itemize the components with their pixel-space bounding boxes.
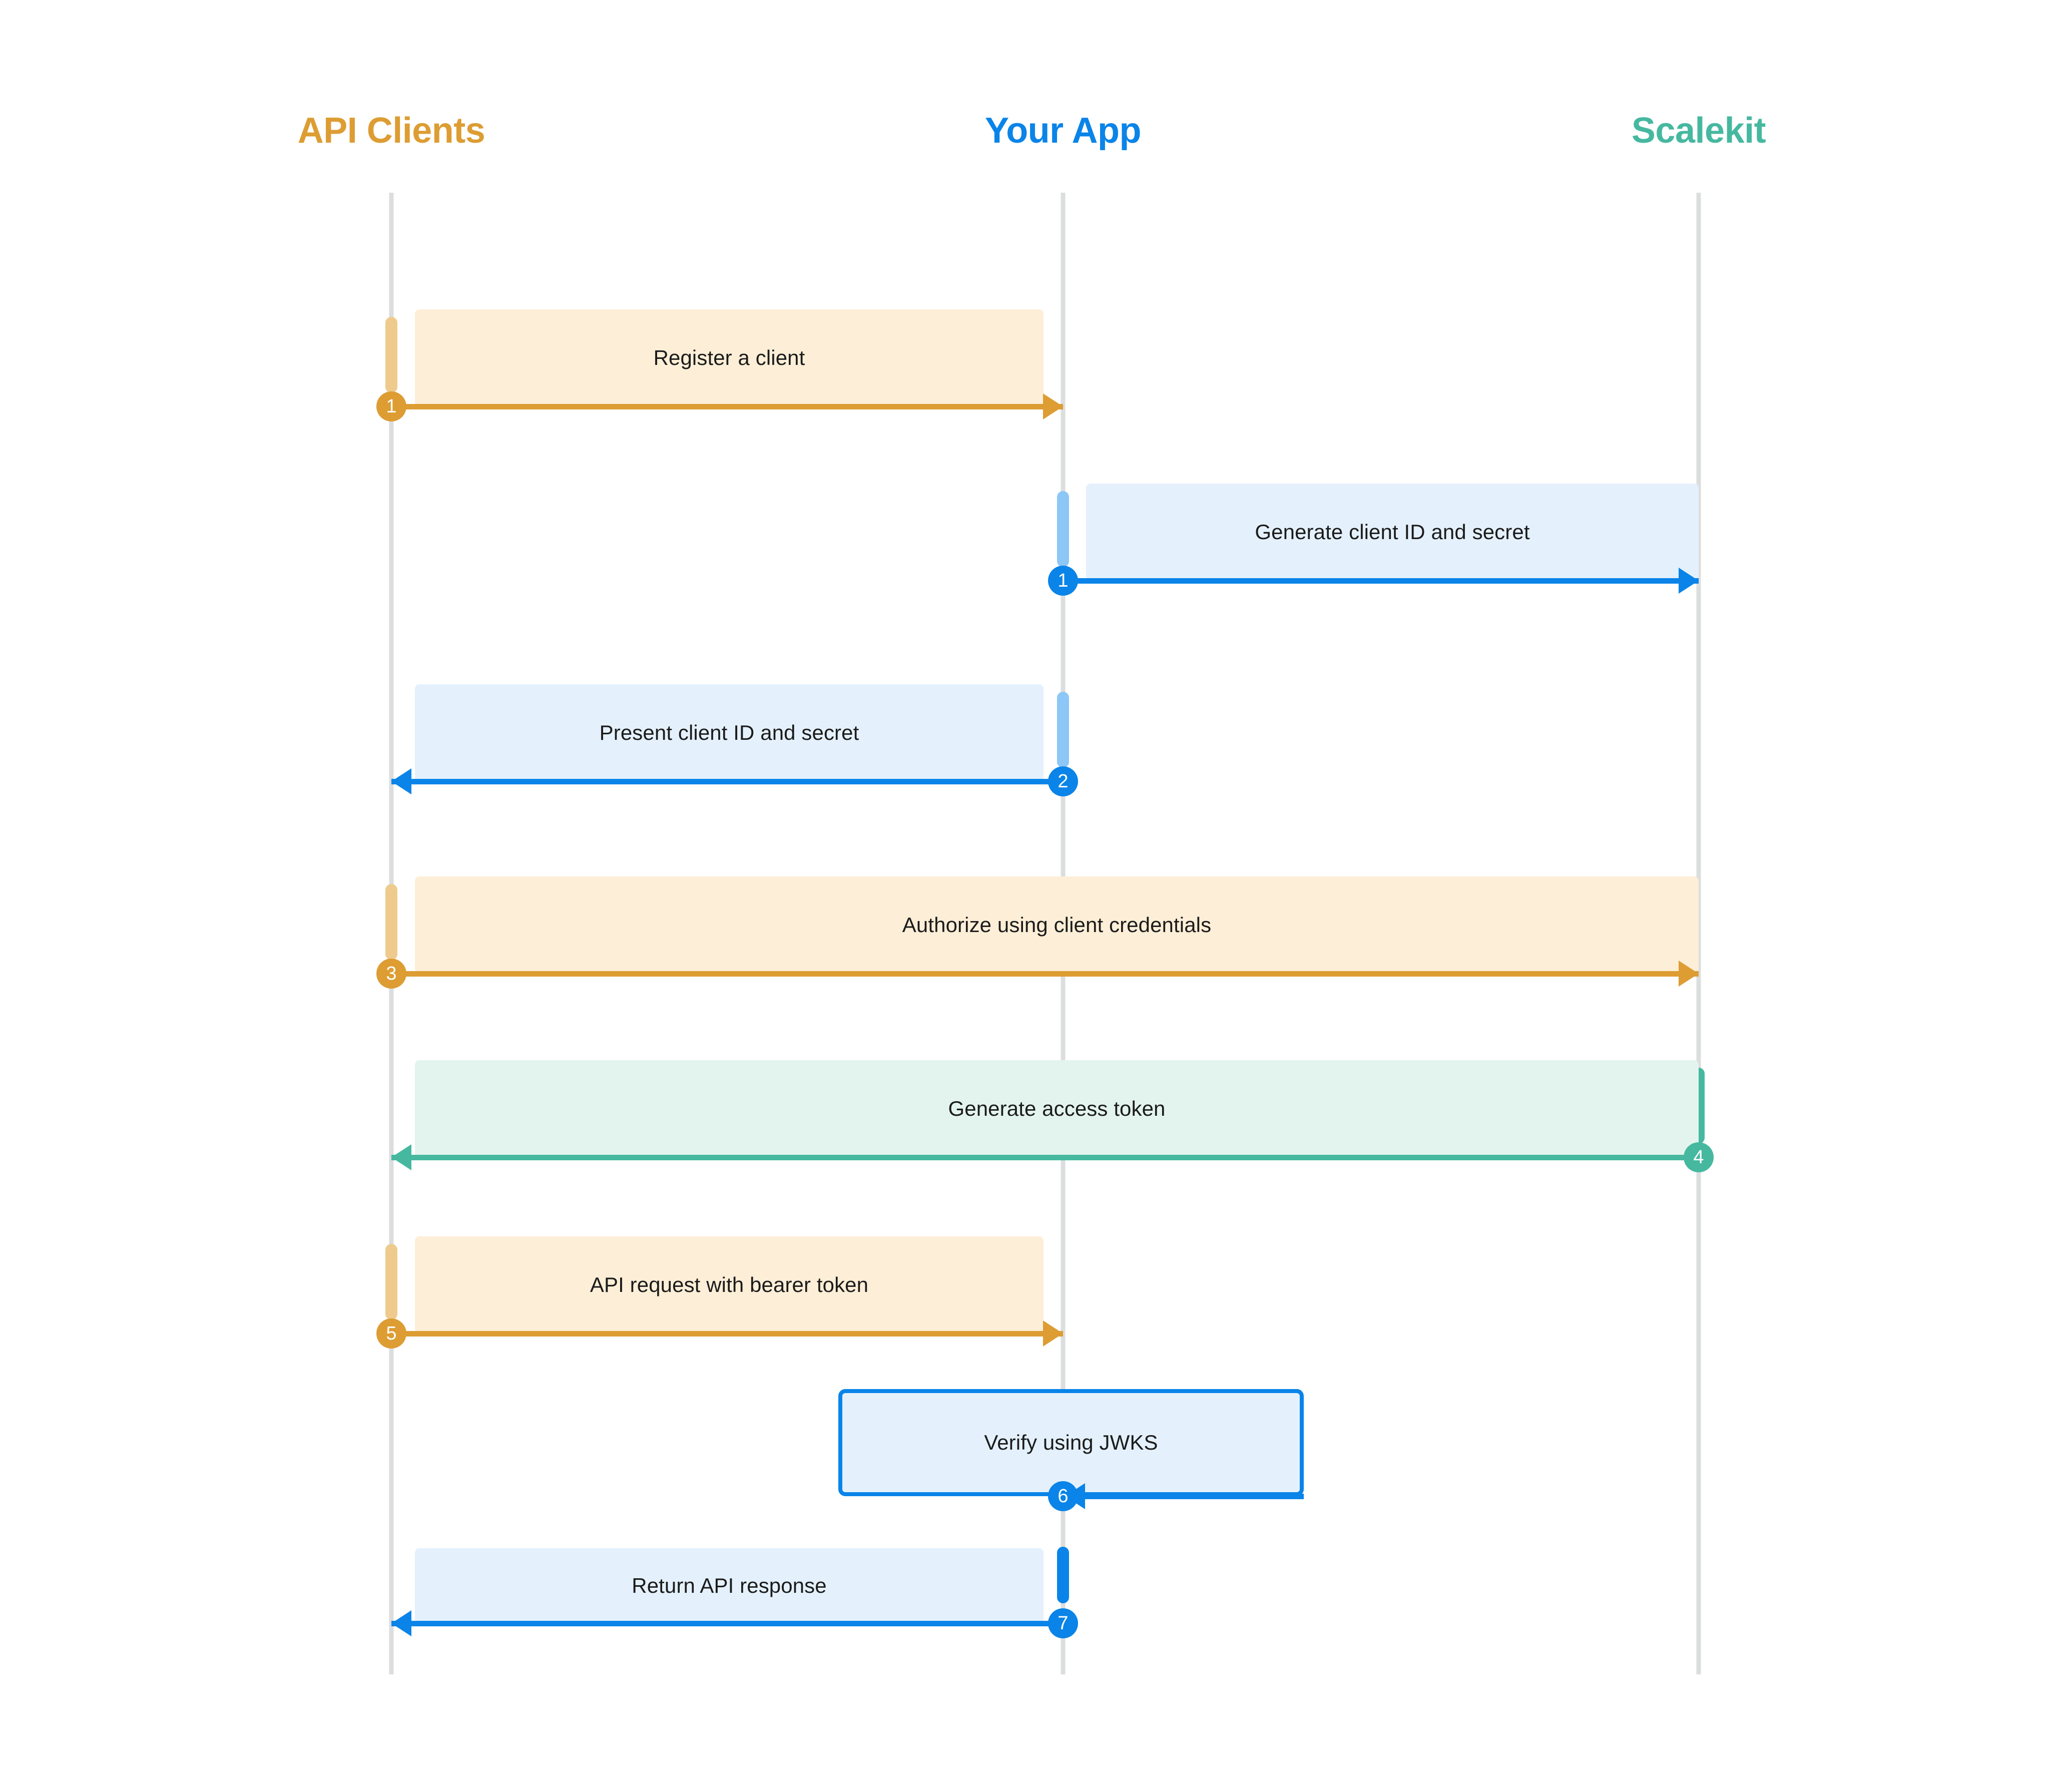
- arrow-head-step-7: [391, 1610, 411, 1636]
- message-arrow-step-1: [391, 404, 1063, 409]
- message-box-step-7: Return API response: [415, 1548, 1044, 1623]
- step-badge-2[interactable]: 2: [1048, 766, 1078, 796]
- step-badge-1[interactable]: 1: [1048, 566, 1078, 596]
- arrow-head-step-2: [391, 768, 411, 794]
- activation-bar-step-3: [385, 884, 397, 960]
- message-arrow-step-3: [391, 971, 1699, 977]
- message-arrow-step-4: [391, 1155, 1699, 1160]
- message-label-step-1: Register a client: [653, 346, 805, 369]
- message-label-step-7: Return API response: [632, 1574, 827, 1597]
- arrow-head-step-1: [1679, 568, 1699, 594]
- message-box-step-6: Verify using JWKS: [838, 1389, 1304, 1496]
- participant-header-your-app: Your App: [985, 111, 1141, 151]
- step-badge-7[interactable]: 7: [1048, 1608, 1078, 1638]
- arrow-head-step-5: [1043, 1320, 1063, 1347]
- message-label-step-3: Authorize using client credentials: [902, 913, 1212, 937]
- activation-bar-step-1: [1057, 491, 1069, 567]
- step-badge-5[interactable]: 5: [376, 1318, 406, 1349]
- activation-bar-step-2: [1057, 692, 1069, 768]
- message-box-step-1: Register a client: [415, 309, 1044, 406]
- message-arrow-step-5: [391, 1331, 1063, 1336]
- message-arrow-step-6: [1063, 1494, 1304, 1499]
- message-arrow-step-7: [391, 1621, 1063, 1626]
- message-label-step-5: API request with bearer token: [590, 1273, 869, 1296]
- activation-bar-step-1: [385, 317, 397, 393]
- message-box-step-2: Present client ID and secret: [415, 684, 1044, 781]
- message-box-step-3: Authorize using client credentials: [415, 876, 1699, 974]
- message-label-step-6: Verify using JWKS: [984, 1431, 1158, 1454]
- message-label-step-4: Generate access token: [948, 1097, 1166, 1120]
- message-label-step-1: Generate client ID and secret: [1255, 520, 1530, 544]
- message-box-step-5: API request with bearer token: [415, 1236, 1044, 1333]
- activation-bar-step-7: [1057, 1547, 1069, 1603]
- lifeline-scalekit: [1696, 193, 1701, 1674]
- message-box-step-4: Generate access token: [415, 1060, 1699, 1157]
- arrow-head-step-3: [1679, 961, 1699, 987]
- message-box-step-1: Generate client ID and secret: [1086, 484, 1699, 581]
- step-badge-4[interactable]: 4: [1684, 1142, 1714, 1172]
- message-arrow-step-2: [391, 779, 1063, 784]
- step-badge-1[interactable]: 1: [376, 391, 406, 421]
- step-badge-3[interactable]: 3: [376, 959, 406, 989]
- participant-header-scalekit: Scalekit: [1631, 111, 1766, 151]
- activation-bar-step-5: [385, 1244, 397, 1320]
- message-label-step-2: Present client ID and secret: [599, 721, 859, 744]
- message-arrow-step-1: [1063, 578, 1699, 584]
- arrow-head-step-1: [1043, 393, 1063, 419]
- participant-header-api-clients: API Clients: [297, 111, 485, 151]
- arrow-head-step-4: [391, 1144, 411, 1170]
- step-badge-6[interactable]: 6: [1048, 1481, 1078, 1511]
